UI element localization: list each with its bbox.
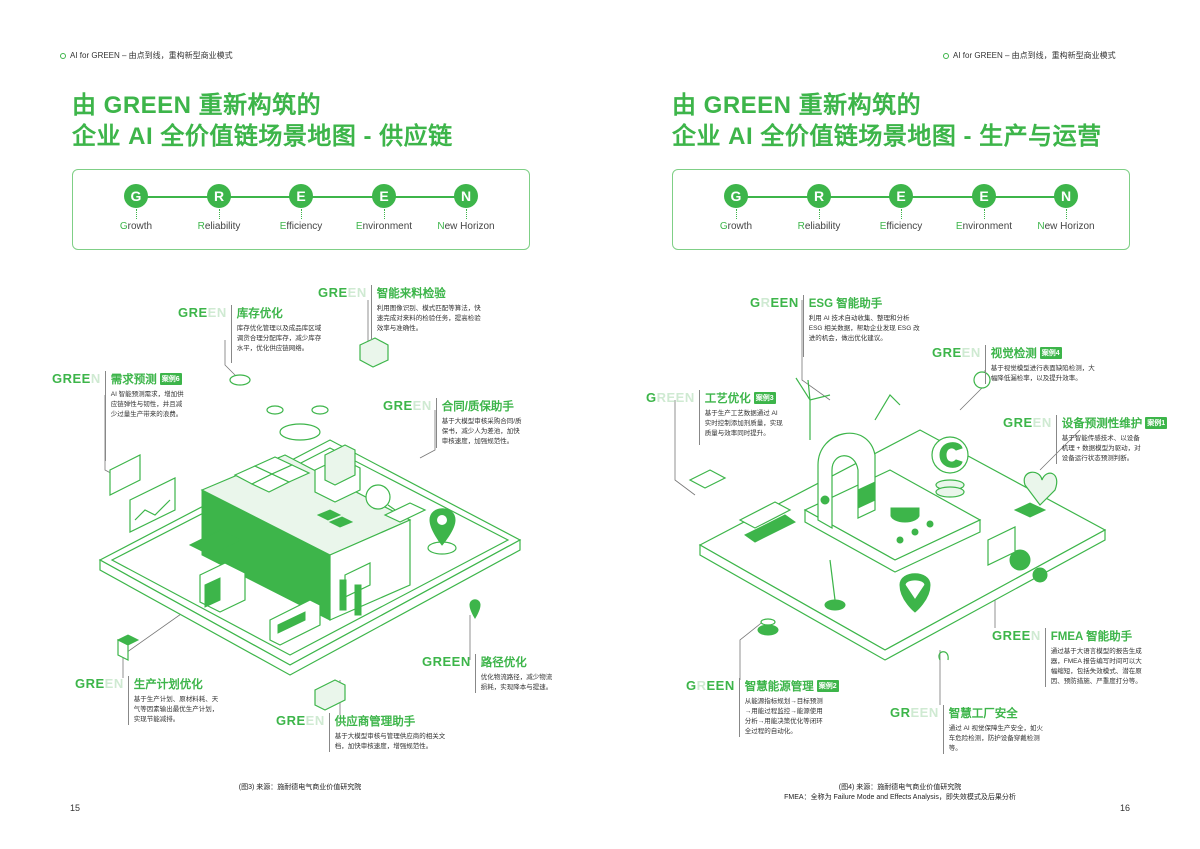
- framework-environment: E Environment: [944, 184, 1024, 232]
- running-head: AI for GREEN – 由点到线，重构新型商业模式: [943, 50, 1116, 61]
- callout-supplier-management: GREEN 供应商管理助手 基于大模型审核与管理供应商的相关文档，加快审核速度，…: [276, 713, 454, 752]
- callout-production-planning: GREEN 生产计划优化 基于生产计划、原材料耗、天气等因素输出最优生产计划，实…: [75, 676, 219, 725]
- callout-demand-forecast: GREEN 需求预测案例6 AI 智能预测需求，增加供应链弹性与韧性，并且减少过…: [52, 371, 185, 461]
- figure-source: (图3) 来源：施耐德电气商业价值研究院: [238, 784, 362, 791]
- callout-process-optimization: GREEN 工艺优化案例3 基于生产工艺数据通过 AI 实时控制添加剂质量，实现…: [646, 390, 784, 445]
- callout-route-optimization: GREEN 路径优化 优化物流路径，减少物流损耗，实现降本与提速。: [422, 654, 555, 693]
- framework-reliability: R Reliability: [779, 184, 859, 232]
- case-badge: 案例6: [159, 373, 182, 385]
- callout-esg-assistant: GREEN ESG 智能助手 利用 AI 技术自动收集、整理和分析 ESG 相关…: [750, 295, 921, 357]
- callout-factory-safety: GREEN 智慧工厂安全 通过 AI 视觉保障生产安全，如火车危险检测，防护设备…: [890, 705, 1048, 754]
- page-supply-chain: AI for GREEN – 由点到线，重构新型商业模式 由 GREEN 重新构…: [52, 50, 555, 813]
- framework-reliability: R Reliability: [179, 184, 259, 232]
- callout-incoming-inspection: GREEN 智能来料检验 利用图像识别、模式匹配等算法，快速完成对来料的检验任务…: [318, 285, 486, 340]
- running-head: AI for GREEN – 由点到线，重构新型商业模式: [60, 50, 233, 61]
- bullet-icon: [943, 52, 949, 59]
- green-framework: G Growth R Reliability E Efficiency E En…: [72, 169, 530, 250]
- callout-contract-assistant: GREEN 合同/质保助手 基于大模型审核采购合同/质保书，减少人为差池，加快审…: [383, 398, 524, 448]
- bullet-icon: [60, 52, 66, 59]
- page-number: 16: [1120, 803, 1131, 813]
- callout-fmea-assistant: GREEN FMEA 智能助手 通过基于大语言模型的报告生成器，FMEA 报告编…: [992, 628, 1145, 687]
- page-title: 由 GREEN 重新构筑的 企业 AI 全价值链场景地图 - 供应链: [72, 92, 453, 150]
- framework-new-horizon: N New Horizon: [1026, 184, 1106, 232]
- page-title: 由 GREEN 重新构筑的 企业 AI 全价值链场景地图 - 生产与运营: [672, 92, 1102, 150]
- framework-new-horizon: N New Horizon: [426, 184, 506, 232]
- callout-predictive-maintenance: GREEN 设备预测性维护案例1 基于智能传感技术、以设备机理 + 数据模型为驱…: [1003, 415, 1168, 464]
- green-framework: G Growth R Reliability E Efficiency E En…: [672, 169, 1130, 250]
- figure-source: (图4) 来源：施耐德电气商业价值研究院 FMEA：全称为 Failure Mo…: [784, 784, 1016, 801]
- framework-efficiency: E Efficiency: [861, 184, 941, 232]
- case-badge: 案例2: [816, 680, 839, 692]
- framework-environment: E Environment: [344, 184, 424, 232]
- framework-growth: G Growth: [696, 184, 776, 232]
- supply-chain-illustration: [98, 300, 522, 715]
- case-badge: 案例3: [753, 392, 776, 404]
- framework-efficiency: E Efficiency: [261, 184, 341, 232]
- factory-illustration: [674, 300, 1107, 705]
- page-number: 15: [70, 803, 81, 813]
- case-badge: 案例4: [1039, 347, 1062, 359]
- page-production-operations: AI for GREEN – 由点到线，重构新型商业模式 由 GREEN 重新构…: [600, 0, 1200, 849]
- framework-growth: G Growth: [96, 184, 176, 232]
- callout-energy-management: GREEN 智慧能源管理案例2 从能源指标规划→目标预测→用能过程监控→能源使用…: [686, 678, 839, 737]
- callout-visual-inspection: GREEN 视觉检测案例4 基于视觉模型进行表面缺陷检测，大幅降低漏检率，以及提…: [932, 345, 1095, 384]
- callout-inventory-optimization: GREEN 库存优化 库存优化管理以及成品库区域调货合理分配库存，减少库存水平，…: [178, 305, 323, 363]
- case-badge: 案例1: [1145, 417, 1168, 429]
